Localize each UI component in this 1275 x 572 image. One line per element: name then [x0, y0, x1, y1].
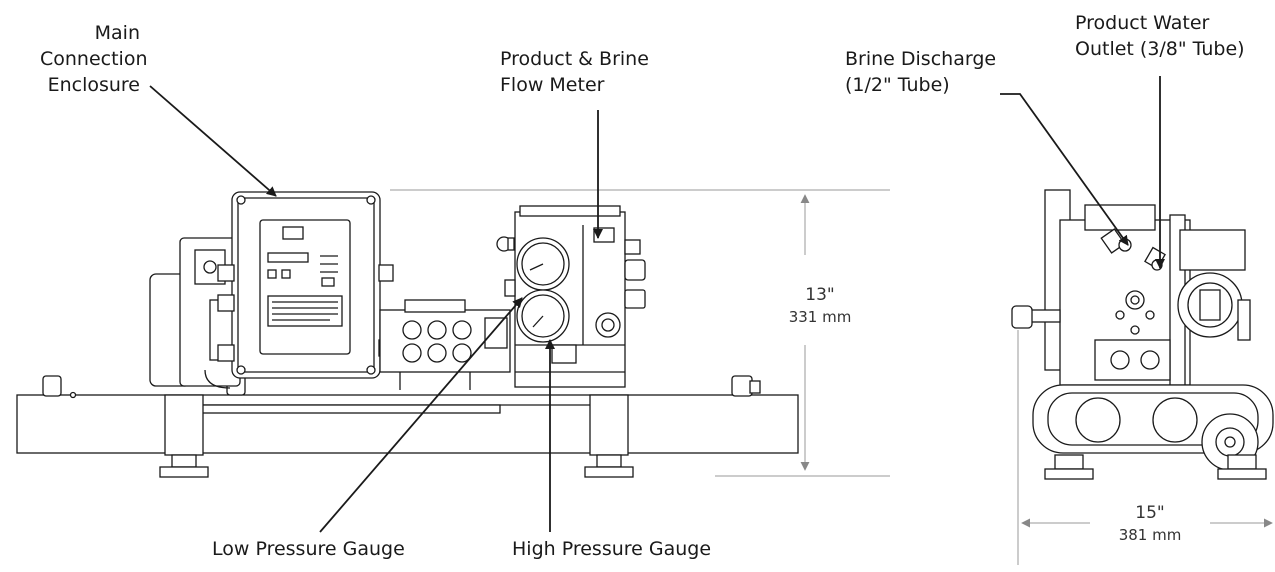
leader-lines [149, 76, 1165, 533]
dimension-lines [390, 189, 1273, 565]
side-view [1011, 189, 1274, 480]
gauge-panel [496, 205, 646, 388]
height-dimension-label: 13" 331 mm [788, 285, 852, 326]
front-view [16, 191, 799, 478]
label-high-pressure-gauge: High Pressure Gauge [512, 538, 712, 560]
label-flow-meter: Product & Brine Flow Meter [500, 48, 649, 96]
label-main-connection-enclosure: Main Connection Enclosure [40, 22, 148, 96]
mounting-foot [584, 394, 634, 478]
base-rail [16, 394, 799, 454]
mounting-foot [159, 394, 209, 478]
label-brine-discharge: Brine Discharge (1/2" Tube) [845, 48, 997, 96]
leader-main-connection [149, 85, 277, 197]
depth-dimension-label: 15" 381 mm [1118, 503, 1182, 544]
high-pressure-pump [379, 299, 511, 390]
label-low-pressure-gauge: Low Pressure Gauge [212, 538, 405, 560]
leader-low-pressure [319, 297, 523, 533]
leader-brine-discharge [1000, 93, 1129, 246]
label-product-water-outlet: Product Water Outlet (3/8" Tube) [1075, 12, 1245, 60]
